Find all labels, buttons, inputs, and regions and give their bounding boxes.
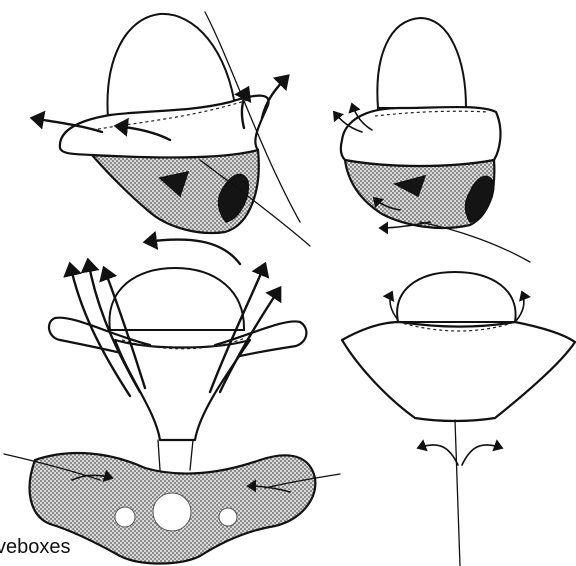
- brim: [342, 322, 575, 421]
- caption-label: veboxes: [0, 536, 71, 559]
- hole: [115, 507, 135, 527]
- crown: [397, 272, 515, 322]
- crown: [377, 18, 466, 108]
- panel-top-left: [32, 12, 310, 264]
- panel-top-right: [334, 18, 530, 262]
- arrow: [145, 240, 240, 264]
- panel-middle-left: [49, 260, 306, 470]
- crown: [108, 14, 236, 118]
- hole: [219, 508, 237, 526]
- brim-flap: [341, 107, 501, 166]
- string: [158, 440, 160, 470]
- hole: [153, 493, 191, 531]
- panel-middle-right: [342, 272, 575, 566]
- string: [190, 440, 193, 470]
- string: [455, 420, 460, 566]
- arrow: [418, 445, 458, 465]
- arrow: [462, 445, 502, 465]
- crown: [109, 268, 244, 330]
